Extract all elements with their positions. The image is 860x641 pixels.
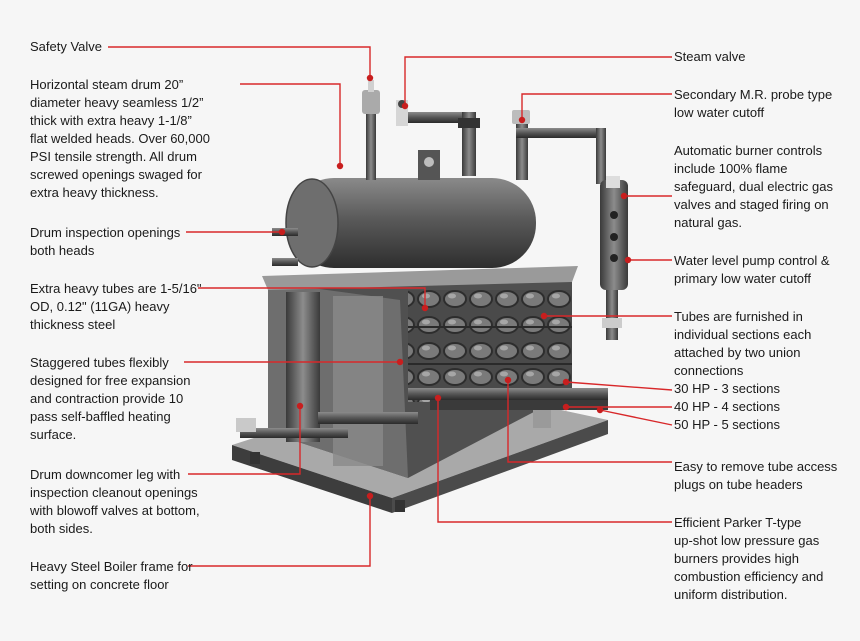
leader-burners-dot — [434, 394, 442, 402]
label-frame: Heavy Steel Boiler frame for setting on … — [30, 559, 193, 592]
label-pump-control: Water level pump control & primary low w… — [674, 253, 830, 286]
leader-secondary-cutoff-dot — [518, 116, 526, 124]
leader-burner-controls-dot — [620, 192, 628, 200]
control-column — [600, 176, 628, 340]
callout-leaders — [108, 46, 673, 567]
label-tube-sections: Tubes are furnished in individual sectio… — [674, 309, 812, 432]
label-steam-drum: Horizontal steam drum 20” diameter heavy… — [30, 77, 210, 200]
label-safety-valve: Safety Valve — [30, 39, 103, 54]
leader-steam-valve-dot — [401, 102, 409, 110]
leader-downcomer — [188, 406, 301, 475]
leader-secondary-cutoff — [521, 93, 672, 120]
leader-frame — [188, 496, 371, 567]
downcomer-leg — [286, 292, 320, 442]
label-extra-heavy-tubes: Extra heavy tubes are 1-5/16" OD, 0.12" … — [30, 281, 202, 332]
leader-burners — [437, 398, 672, 523]
safety-valve — [362, 90, 380, 114]
boiler-body — [262, 266, 578, 478]
label-drum-inspection: Drum inspection openings both heads — [30, 225, 181, 258]
leader-steam-drum-dot — [336, 162, 344, 170]
leader-safety-valve — [108, 46, 371, 78]
leader-access-plugs-dot — [504, 376, 512, 384]
leader-tube-40hp-dot — [562, 403, 570, 411]
leader-tube-sections-dot — [540, 312, 548, 320]
label-access-plugs: Easy to remove tube access plugs on tube… — [674, 459, 838, 492]
label-burners: Efficient Parker T-type up-shot low pres… — [674, 515, 824, 602]
leader-extra-heavy-tubes — [198, 287, 426, 308]
leader-safety-valve-dot — [366, 74, 374, 82]
burner-valve — [533, 410, 551, 428]
leader-tube-30hp-dot — [562, 378, 570, 386]
label-staggered-tubes: Staggered tubes flexibly designed for fr… — [30, 355, 191, 442]
leader-steam-drum — [240, 83, 341, 166]
drum-piping — [362, 80, 606, 184]
label-steam-valve: Steam valve — [674, 49, 746, 64]
leader-tube-30hp — [565, 381, 673, 391]
label-burner-controls: Automatic burner controls include 100% f… — [674, 143, 833, 230]
leader-drum-inspection-dot — [278, 228, 286, 236]
leader-extra-heavy-tubes-dot — [421, 304, 429, 312]
leader-staggered-tubes-dot — [396, 358, 404, 366]
leader-access-plugs — [507, 380, 672, 463]
label-secondary-cutoff: Secondary M.R. probe type low water cuto… — [674, 87, 833, 120]
tube-sections — [408, 290, 572, 402]
steam-drum — [272, 150, 536, 268]
leader-frame-dot — [366, 492, 374, 500]
leader-tube-50hp — [599, 409, 673, 426]
leader-downcomer-dot — [296, 402, 304, 410]
leader-pump-control-dot — [624, 256, 632, 264]
blowoff-valve — [236, 418, 256, 432]
leader-tube-50hp-dot — [596, 406, 604, 414]
leader-steam-valve — [404, 56, 672, 106]
label-downcomer: Drum downcomer leg with inspection clean… — [30, 467, 200, 536]
